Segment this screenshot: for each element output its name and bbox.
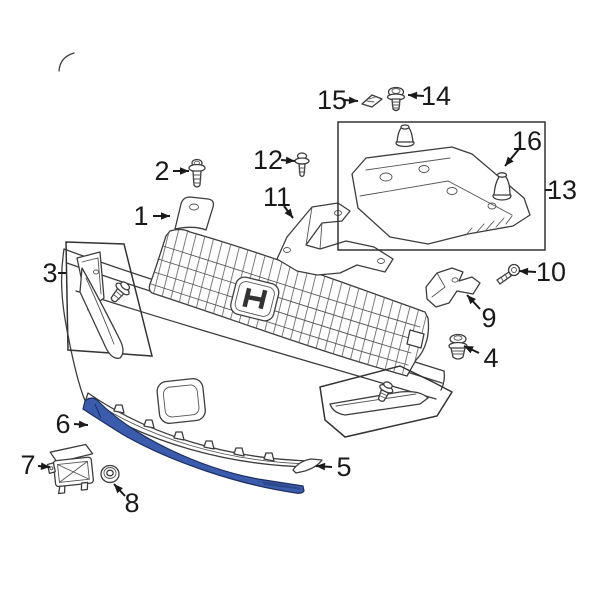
callout-11: 11 (263, 182, 291, 212)
boxed-region-part13 (337, 121, 546, 251)
camera-unit-7 (46, 443, 95, 495)
splash-shield-panel (351, 146, 531, 245)
trim-strip-5 (292, 458, 323, 474)
callout-arrowhead-5 (316, 462, 326, 471)
callout-arrowhead-6 (78, 420, 88, 429)
side-bracket-9 (425, 267, 481, 308)
callout-arrowhead-8 (114, 484, 123, 494)
callout-5: 5 (336, 452, 351, 482)
callout-arrowhead-7 (40, 462, 50, 471)
callout-arrowhead-10 (519, 267, 529, 276)
grille-mount-tab (174, 196, 215, 231)
callout-arrowhead-2 (180, 167, 189, 175)
callout-arrowhead-14 (408, 91, 418, 100)
fascia-sensor-opening (156, 378, 206, 424)
callout-arrowhead-9 (467, 295, 476, 305)
bolt-14 (386, 86, 406, 112)
callout-7: 7 (20, 450, 35, 480)
hood-corner-line (58, 52, 75, 72)
screw-in-right-box (377, 381, 394, 402)
screw-2 (188, 158, 206, 188)
callout-1: 1 (133, 201, 148, 231)
callout-arrowhead-4 (464, 346, 474, 354)
callout-arrowhead-1 (161, 212, 170, 220)
callout-8: 8 (124, 488, 139, 518)
grommet-8 (100, 464, 120, 484)
push-clip-12 (294, 152, 310, 178)
callout-13: 13 (547, 175, 577, 205)
push-clip-4 (448, 333, 468, 360)
boxed-region-right-molding (319, 365, 454, 438)
lower-grille-molding-highlighted (82, 397, 305, 494)
cone-clip-16 (492, 172, 512, 201)
honda-badge (230, 276, 280, 322)
callout-16: 16 (512, 126, 542, 156)
callout-arrowhead-15 (348, 96, 358, 105)
honda-h-logo (242, 287, 268, 310)
callout-4: 4 (483, 343, 498, 373)
callout-arrowhead-12 (285, 156, 295, 165)
corner-molding-right (329, 390, 429, 416)
callout-15: 15 (317, 85, 347, 115)
callout-10: 10 (536, 257, 566, 287)
callout-6: 6 (55, 409, 70, 439)
callout-2: 2 (154, 156, 169, 186)
grille-slats (150, 245, 421, 366)
callout-14: 14 (421, 81, 451, 111)
clip-15 (361, 94, 383, 108)
grille-mesh-texture (149, 229, 429, 376)
callout-12: 12 (253, 145, 283, 175)
grille-end-bracket (406, 329, 425, 349)
callout-arrowhead-16 (505, 156, 514, 166)
grille-assembly (148, 196, 430, 377)
boxed-region-part3 (65, 241, 153, 359)
screw-10 (496, 263, 521, 285)
screw-in-left-box (110, 281, 131, 303)
corner-molding-left (76, 251, 124, 359)
callout-arrowhead-11 (284, 208, 293, 218)
callout-3: 3 (42, 258, 57, 288)
callout-9: 9 (481, 303, 496, 333)
cone-clip-upper (395, 124, 415, 148)
